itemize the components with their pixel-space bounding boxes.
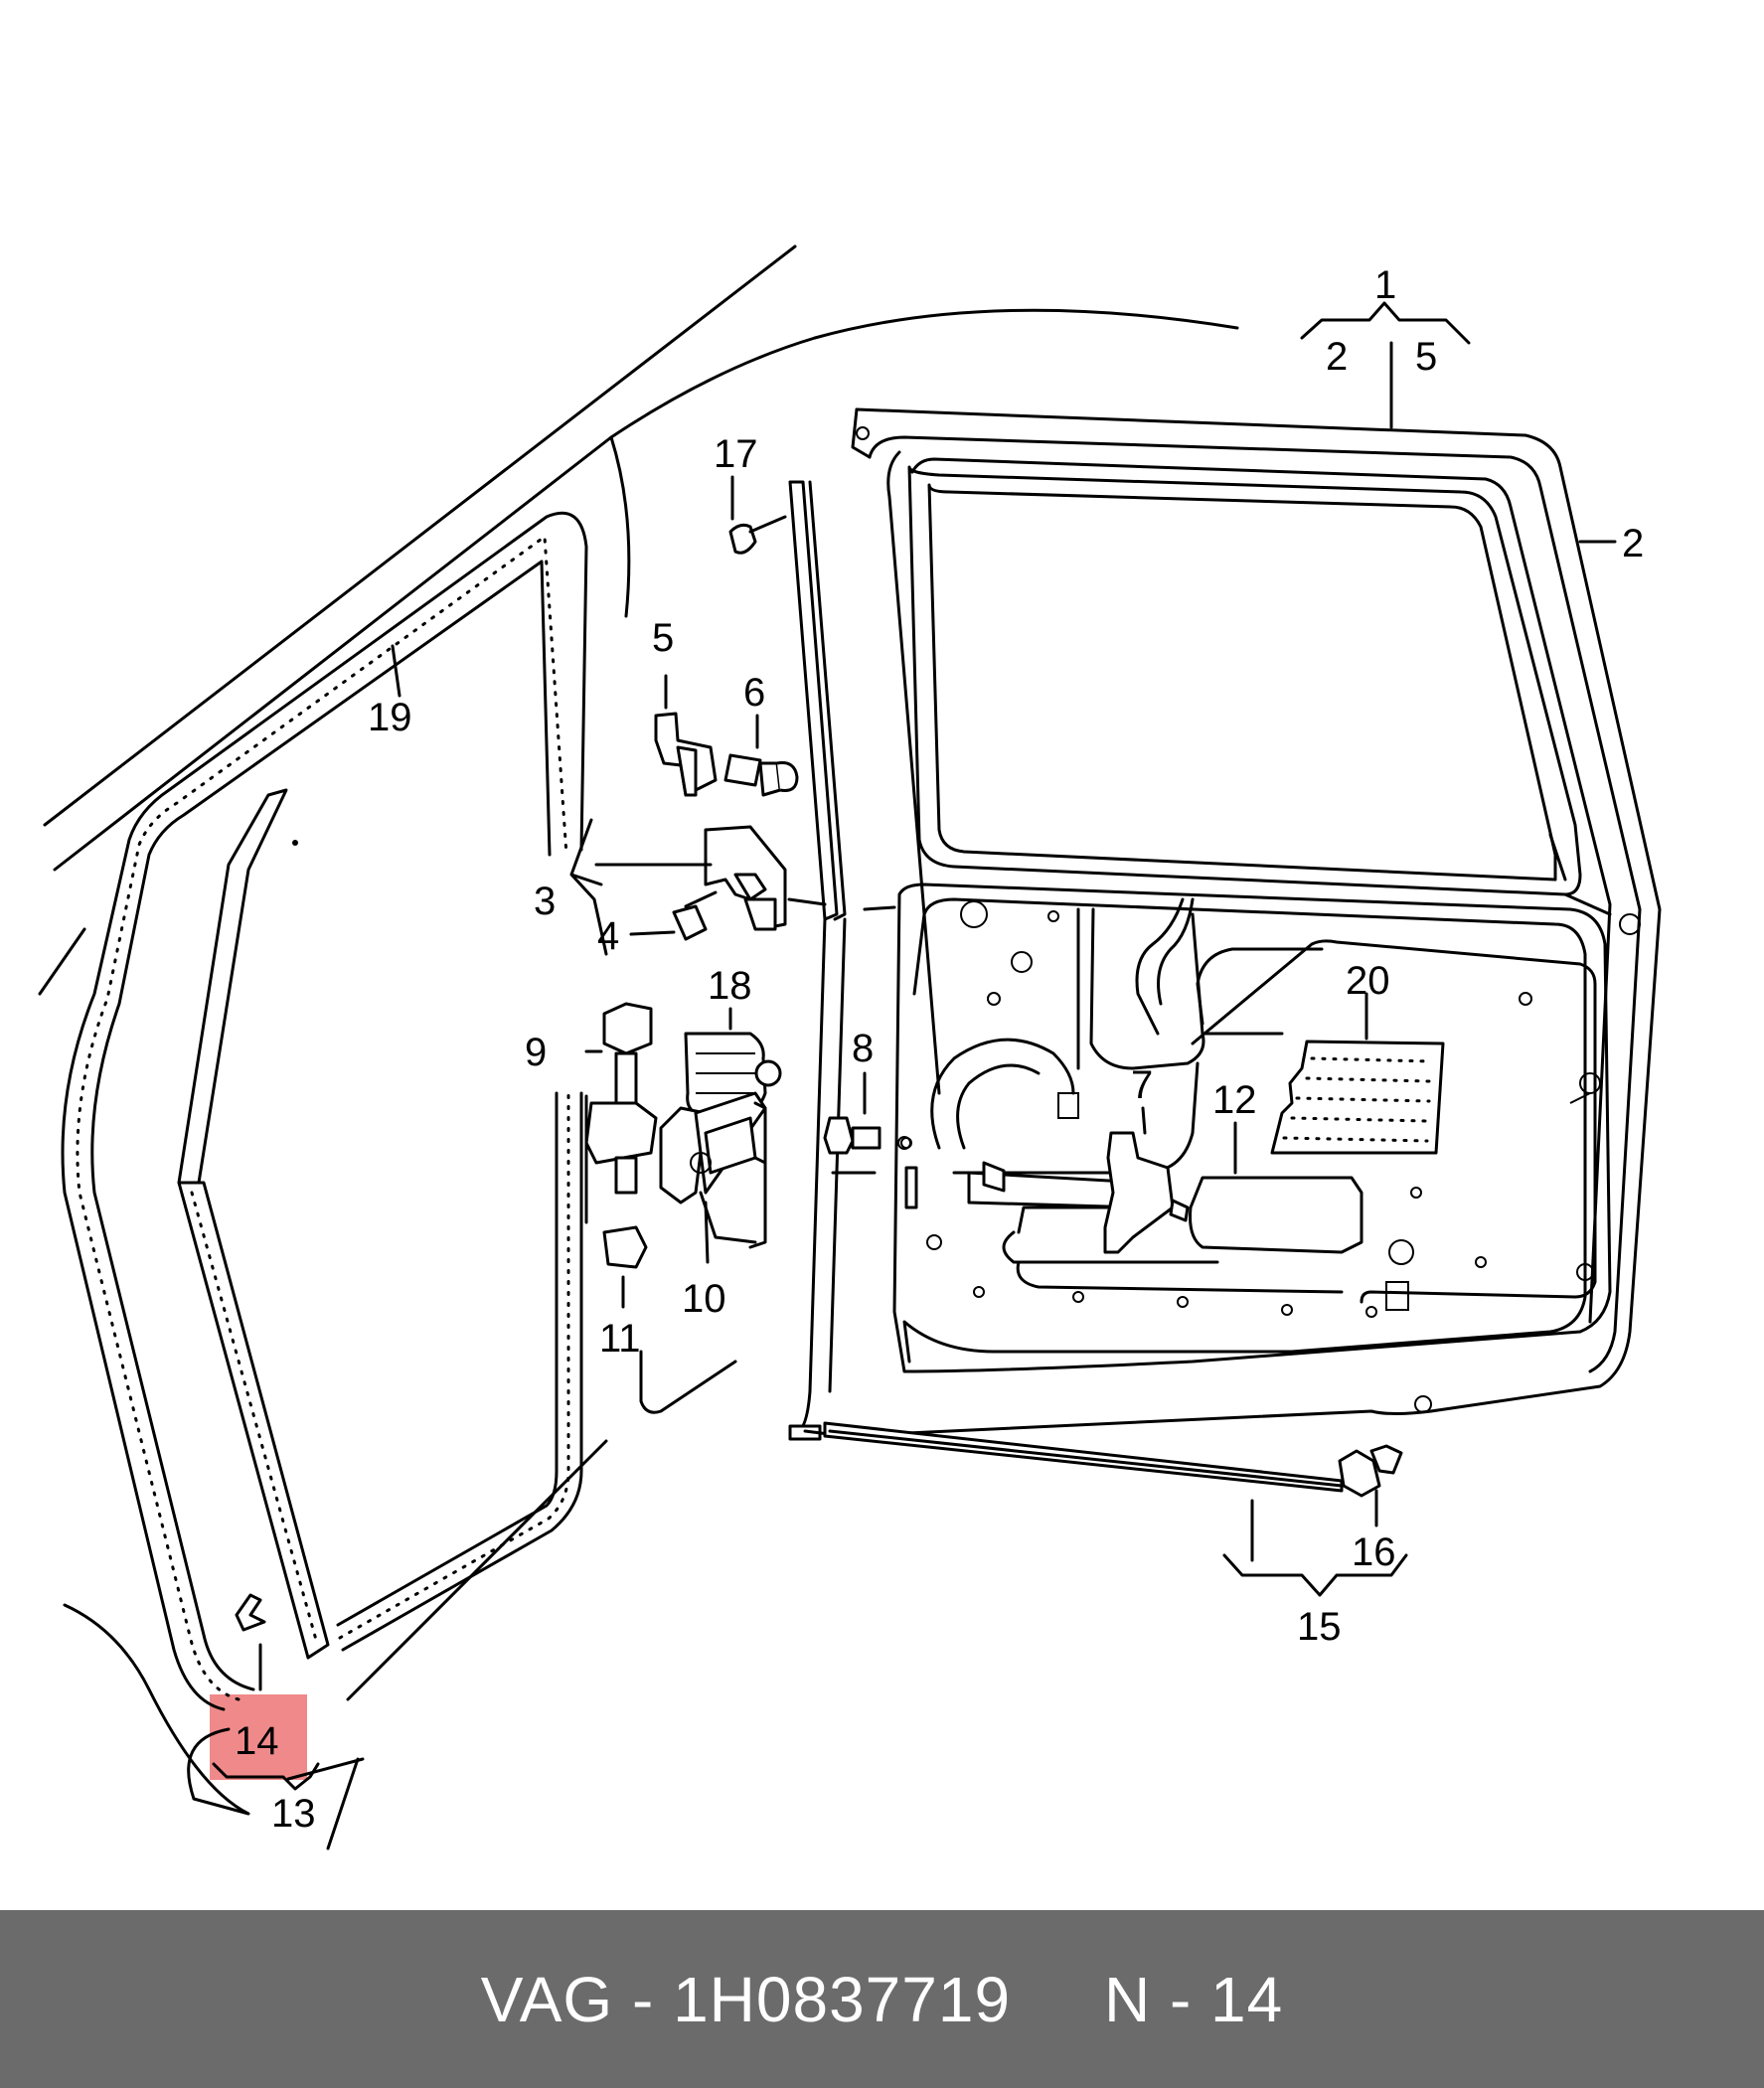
label-13: 13 xyxy=(271,1792,316,1836)
label-10: 10 xyxy=(682,1277,726,1321)
label-20: 20 xyxy=(1346,959,1390,1003)
label-11: 11 xyxy=(599,1317,641,1361)
label-9: 9 xyxy=(525,1031,547,1074)
label-14: 14 xyxy=(235,1719,279,1763)
label-12: 12 xyxy=(1212,1078,1257,1122)
door-check-strap xyxy=(967,1131,1190,1254)
part-number-caption: VAG - 1H0837719 N - 14 xyxy=(480,1963,1284,2035)
label-2: 2 xyxy=(1622,522,1644,565)
label-17: 17 xyxy=(714,432,758,476)
door-opening-seal xyxy=(61,511,588,1711)
door-pillar-seal xyxy=(788,480,847,1441)
label-5-top: 5 xyxy=(1415,335,1437,379)
footer-bar: VAG - 1H0837719 N - 14 xyxy=(0,1910,1764,2088)
part-labels: 1 2 5 2 17 19 5 6 3 4 18 9 8 7 12 20 10 … xyxy=(235,263,1644,1836)
door-parts-diagram: 1 2 5 2 17 19 5 6 3 4 18 9 8 7 12 20 10 … xyxy=(38,244,1662,1850)
label-6: 6 xyxy=(743,671,765,715)
clip-part-14 xyxy=(235,1593,266,1632)
label-1: 1 xyxy=(1374,263,1396,307)
hinge-bolt-assembly xyxy=(584,1002,767,1269)
sound-damping-pad xyxy=(1270,1040,1445,1155)
door-handle-cover xyxy=(1189,1176,1363,1254)
label-16: 16 xyxy=(1352,1530,1396,1574)
sill-strip-15 xyxy=(823,1421,1344,1493)
part-14-highlight xyxy=(210,1694,307,1780)
label-7: 7 xyxy=(1131,1063,1153,1107)
label-2-top: 2 xyxy=(1326,335,1348,379)
door-frame-strip xyxy=(177,788,330,1660)
plug-part-18 xyxy=(684,1032,782,1115)
label-3: 3 xyxy=(534,880,556,923)
label-5: 5 xyxy=(652,616,674,660)
label-8: 8 xyxy=(852,1027,874,1070)
clip-part-16 xyxy=(1338,1444,1403,1498)
label-4: 4 xyxy=(597,914,619,958)
leader-lines xyxy=(212,301,1617,1791)
label-15: 15 xyxy=(1297,1605,1342,1649)
label-18: 18 xyxy=(708,964,752,1008)
door-hinge-lower xyxy=(672,825,787,941)
door-hinge-upper xyxy=(654,712,799,797)
cap-part-17 xyxy=(728,515,787,555)
bolt-part-8 xyxy=(823,1116,911,1155)
label-19: 19 xyxy=(368,696,412,739)
rear-door-shell xyxy=(803,407,1662,1438)
